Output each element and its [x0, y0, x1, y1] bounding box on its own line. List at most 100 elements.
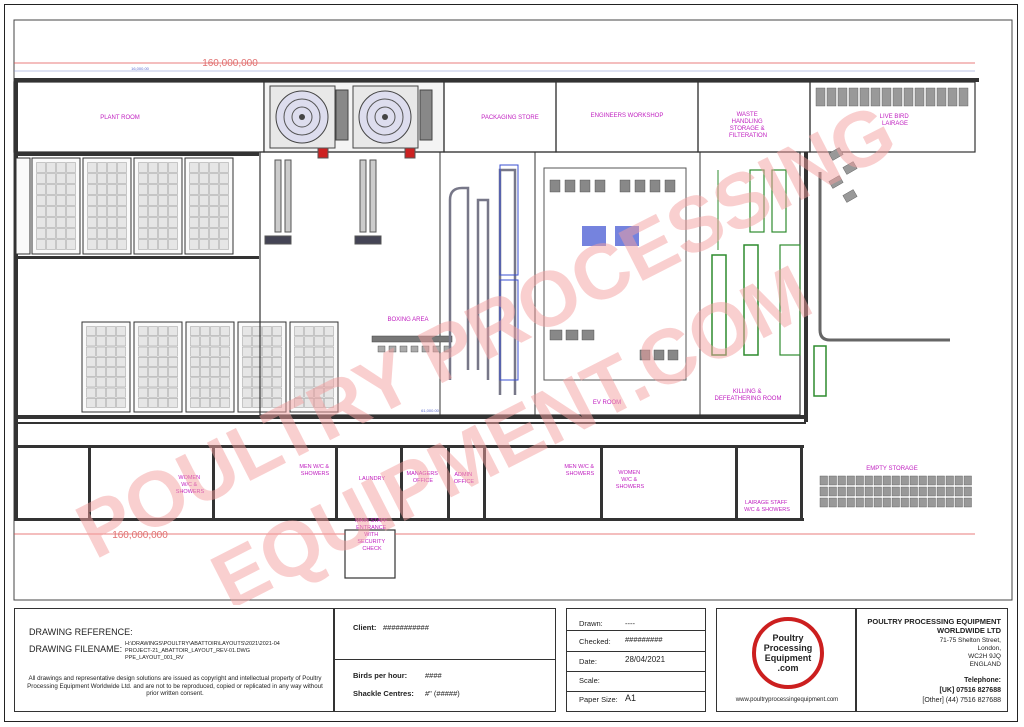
freezer-rack — [138, 206, 148, 217]
freezer-rack — [97, 217, 107, 228]
paper-size-value: A1 — [625, 693, 637, 703]
freezer-rack — [189, 239, 199, 250]
freezer-rack — [242, 357, 252, 367]
freezer-rack — [117, 162, 127, 173]
freezer-rack — [252, 346, 262, 357]
logo-line-3: Equipment — [764, 653, 812, 663]
freezer-rack — [106, 387, 116, 398]
freezer-rack — [148, 326, 158, 336]
freezer-rack — [116, 357, 126, 367]
freezer-rack — [200, 336, 210, 347]
freezer-rack — [116, 326, 126, 336]
storage-rack — [819, 486, 828, 497]
freezer-rack — [56, 217, 66, 228]
freezer-rack — [314, 377, 324, 388]
freezer-rack — [56, 239, 66, 250]
freezer-rack — [220, 336, 230, 347]
freezer-rack — [148, 367, 158, 377]
freezer-rack — [209, 239, 219, 250]
freezer-rack — [189, 184, 199, 195]
freezer-rack — [199, 239, 209, 250]
logo-line-4: .com — [777, 663, 799, 673]
freezer-rack — [46, 184, 56, 195]
storage-rack — [855, 486, 864, 497]
client-value: ########### — [383, 623, 429, 632]
freezer-rack — [117, 206, 127, 217]
freezer-rack — [209, 206, 219, 217]
storage-rack — [945, 486, 954, 497]
freezer-rack — [107, 206, 117, 217]
ev-machine — [565, 329, 579, 341]
freezer-rack — [190, 357, 200, 367]
freezer-rack — [168, 387, 178, 398]
ev-machine — [667, 349, 679, 361]
freezer-rack — [138, 239, 148, 250]
freezer-rack — [168, 336, 178, 347]
freezer-rack — [36, 195, 46, 206]
freezer-rack — [148, 387, 158, 398]
freezer-rack — [46, 228, 56, 239]
freezer-rack — [158, 357, 168, 367]
freezer-rack — [199, 184, 209, 195]
drawing-filename-value: H:\DRAWINGS\POULTRY\ABATTOIR\LAYOUTS\202… — [125, 641, 330, 662]
freezer-rack — [56, 162, 66, 173]
freezer-rack — [106, 357, 116, 367]
freezer-rack — [97, 228, 107, 239]
freezer-rack — [46, 195, 56, 206]
storage-rack — [954, 497, 963, 508]
freezer-rack — [96, 336, 106, 347]
address-line-3: WC2H 9JQ — [968, 653, 1001, 660]
freezer-rack — [66, 195, 76, 206]
freezer-rack — [138, 367, 148, 377]
freezer-rack — [87, 228, 97, 239]
boxing-station — [388, 345, 397, 353]
lairage-crate — [842, 161, 858, 175]
freezer-rack — [294, 336, 304, 347]
freezer-rack — [96, 398, 106, 408]
website-link[interactable]: www.poultryprocessingequipment.com — [735, 697, 839, 703]
freezer-rack — [314, 398, 324, 408]
freezer-rack — [272, 367, 282, 377]
freezer-rack — [242, 336, 252, 347]
freezer-rack — [96, 367, 106, 377]
freezer-rack — [168, 367, 178, 377]
freezer-rack — [148, 239, 158, 250]
freezer-rack — [294, 326, 304, 336]
staff-room-wall — [88, 448, 91, 518]
lairage-crate — [859, 87, 870, 107]
staff-room-wall — [447, 448, 450, 518]
freezer-rack — [168, 173, 178, 184]
telephone-uk: [UK] 07516 827688 — [939, 687, 1002, 694]
freezer-rack — [262, 398, 272, 408]
freezer-rack — [138, 326, 148, 336]
freezer-rack — [294, 357, 304, 367]
freezer-rack — [304, 377, 314, 388]
freezer-rack — [219, 162, 229, 173]
lairage-crate — [828, 147, 844, 161]
freezer-rack — [220, 367, 230, 377]
men-wc-1-label: MEN W/C & SHOWERS — [299, 464, 330, 477]
freezer-rack — [138, 387, 148, 398]
freezer-rack — [158, 336, 168, 347]
title-block-reference: DRAWING REFERENCE: DRAWING FILENAME: H:\… — [14, 608, 334, 712]
freezer-rack — [87, 195, 97, 206]
freezer-rack — [148, 173, 158, 184]
defeathering-equipment — [711, 169, 950, 397]
freezer-rack — [158, 173, 168, 184]
storage-rack — [873, 475, 882, 486]
checked-value: ######### — [625, 635, 663, 644]
freezer-rack — [117, 184, 127, 195]
freezer-store-row-1 — [15, 157, 234, 255]
freezer-rack — [158, 326, 168, 336]
freezer-rack — [56, 184, 66, 195]
freezer-rack — [199, 206, 209, 217]
freezer-rack — [138, 346, 148, 357]
freezer-rack — [96, 326, 106, 336]
freezer-rack — [86, 367, 96, 377]
freezer-rack — [324, 326, 334, 336]
freezer-rack — [56, 228, 66, 239]
men-wc-2-label: MEN W/C & SHOWERS — [564, 464, 595, 477]
title-block-company: POULTRY PROCESSING EQUIPMENT WORLDWIDE L… — [856, 608, 1008, 712]
freezer-rack — [168, 357, 178, 367]
storage-rack — [909, 475, 918, 486]
